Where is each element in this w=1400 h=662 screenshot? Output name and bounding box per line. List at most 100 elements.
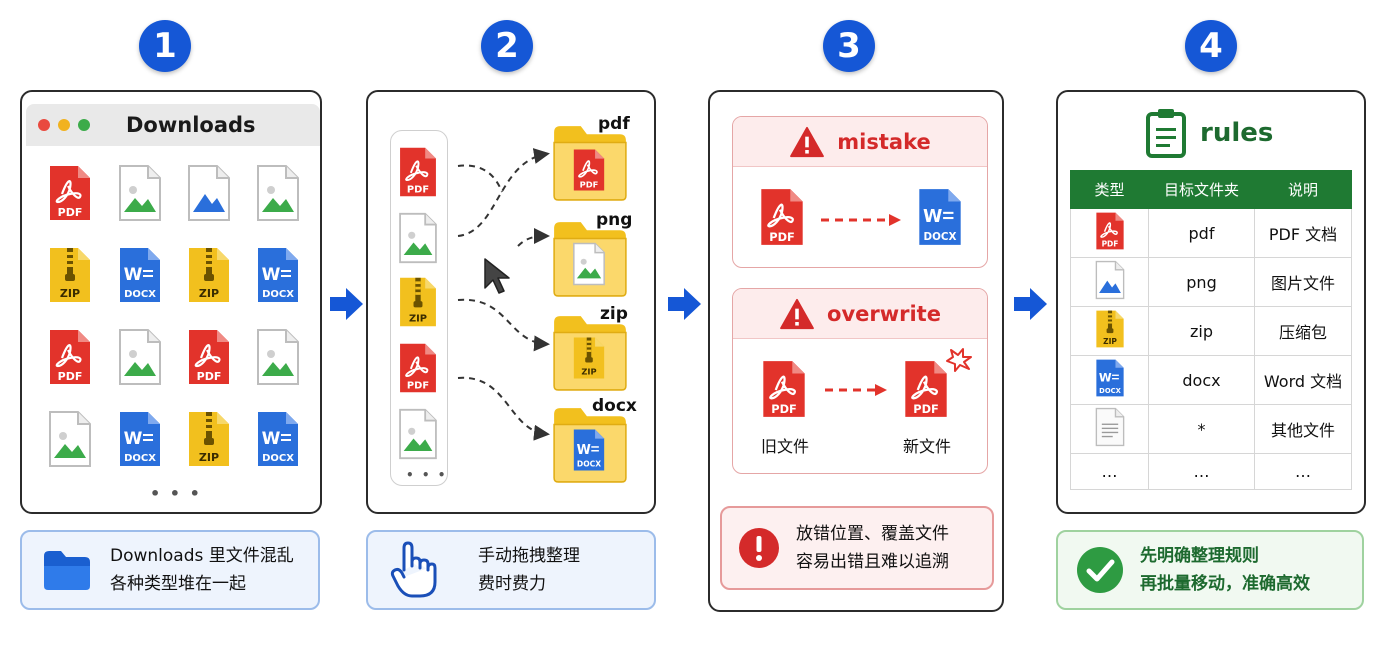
type-cell <box>1070 208 1149 258</box>
zip-file-icon <box>48 246 92 304</box>
folder-cell: docx <box>1148 355 1255 405</box>
folder-label: png <box>596 210 633 230</box>
pdf-file-icon <box>48 164 92 222</box>
caption-line: 费时费力 <box>478 574 546 594</box>
new-file-label: 新文件 <box>903 437 952 456</box>
table-row: zip 压缩包 <box>1070 306 1352 356</box>
mouse-cursor-icon <box>484 258 510 294</box>
folder-cell: … <box>1148 453 1255 490</box>
error-icon <box>739 528 779 568</box>
zip-file-icon <box>398 276 438 328</box>
folder-cell: zip <box>1148 306 1255 356</box>
more-files-ellipsis: • • • <box>406 468 448 482</box>
caption-line: 先明确整理规则 <box>1140 546 1259 566</box>
dashed-arrow-icon <box>821 214 901 226</box>
risk-panel: mistake overwrite 旧文件 新文件 <box>708 90 1004 612</box>
folder-cell: png <box>1148 257 1255 307</box>
image-file-icon <box>398 212 438 264</box>
mistake-header: mistake <box>733 117 987 167</box>
image-file-icon <box>118 164 162 222</box>
warning-icon <box>789 126 825 158</box>
check-circle-icon <box>1077 547 1123 593</box>
old-file-label: 旧文件 <box>761 437 810 456</box>
zip-icon <box>1095 309 1125 349</box>
minimize-dot-icon <box>58 119 70 131</box>
folder-label: zip <box>600 304 628 324</box>
docx-file-icon <box>118 410 162 468</box>
caption-line: 放错位置、覆盖文件 <box>796 524 949 544</box>
rules-table: 类型 目标文件夹 说明 pdf PDF 文档 png 图片文件 zip 压缩包 <box>1070 170 1352 490</box>
close-dot-icon <box>38 119 50 131</box>
table-row: pdf PDF 文档 <box>1070 208 1352 258</box>
pdf-file-icon <box>48 328 92 386</box>
docx-file-icon <box>917 187 963 247</box>
desc-cell: Word 文档 <box>1254 355 1352 405</box>
step1-caption: Downloads 里文件混乱 各种类型堆在一起 <box>20 530 320 610</box>
image-file-icon <box>48 410 92 468</box>
manual-drag-panel: • • • pdf png zip docx <box>366 90 656 514</box>
rules-title: rules <box>1200 118 1274 148</box>
zip-file-icon <box>572 336 606 380</box>
step-number-3: 3 <box>823 20 875 72</box>
zip-file-icon <box>187 246 231 304</box>
image-file-icon <box>398 408 438 460</box>
desc-cell: PDF 文档 <box>1254 208 1352 258</box>
type-cell <box>1070 306 1149 356</box>
pdf-icon <box>1095 211 1125 251</box>
old-pdf-file-icon <box>761 359 807 419</box>
column-header: 说明 <box>1254 170 1352 209</box>
image-file-icon <box>256 328 300 386</box>
docx-icon <box>1095 358 1125 398</box>
desc-cell: … <box>1254 453 1352 490</box>
pdf-file-icon <box>572 148 606 192</box>
step-number-1: 1 <box>139 20 191 72</box>
table-row: docx Word 文档 <box>1070 355 1352 405</box>
step4-caption: 先明确整理规则 再批量移动，准确高效 <box>1056 530 1364 610</box>
type-cell: … <box>1070 453 1149 490</box>
overwrite-header: overwrite <box>733 289 987 339</box>
image-file-icon <box>118 328 162 386</box>
image-file-icon <box>572 242 606 286</box>
overwrite-box: overwrite 旧文件 新文件 <box>732 288 988 474</box>
step-number-2: 2 <box>481 20 533 72</box>
caption-line: 手动拖拽整理 <box>478 546 580 566</box>
mistake-label: mistake <box>837 129 931 154</box>
mistake-box: mistake <box>732 116 988 268</box>
image-icon <box>1095 260 1125 300</box>
desc-cell: 其他文件 <box>1254 404 1352 454</box>
maximize-dot-icon <box>78 119 90 131</box>
docx-file-icon <box>256 410 300 468</box>
folder-label: pdf <box>598 114 630 134</box>
column-header: 目标文件夹 <box>1148 170 1255 209</box>
pdf-file-icon <box>759 187 805 247</box>
next-step-arrow-icon <box>1010 284 1050 324</box>
zip-file-icon <box>187 410 231 468</box>
docx-file-icon <box>256 246 300 304</box>
folder-cell: * <box>1148 404 1255 454</box>
downloads-window: Downloads • • • <box>20 90 322 514</box>
table-row: png 图片文件 <box>1070 257 1352 307</box>
type-cell <box>1070 404 1149 454</box>
folder-label: docx <box>592 396 637 416</box>
dashed-arrow-icon <box>825 384 887 396</box>
warning-icon <box>779 298 815 330</box>
caption-line: 容易出错且难以追溯 <box>796 552 949 572</box>
rules-panel: rules 类型 目标文件夹 说明 pdf PDF 文档 png 图片文件 zi… <box>1056 90 1366 514</box>
folder-icon <box>44 551 90 590</box>
caption-line: 再批量移动，准确高效 <box>1140 574 1310 594</box>
pdf-file-icon <box>398 342 438 394</box>
pdf-file-icon <box>187 328 231 386</box>
desc-cell: 图片文件 <box>1254 257 1352 307</box>
pdf-file-icon <box>398 146 438 198</box>
image-file-icon <box>256 164 300 222</box>
caption-line: Downloads 里文件混乱 <box>110 546 294 566</box>
type-cell <box>1070 257 1149 307</box>
docx-file-icon <box>118 246 162 304</box>
window-titlebar: Downloads <box>26 104 320 146</box>
table-row: * 其他文件 <box>1070 404 1352 454</box>
drag-paths <box>457 148 550 441</box>
step2-caption: 手动拖拽整理 费时费力 <box>366 530 656 610</box>
next-step-arrow-icon <box>326 284 366 324</box>
type-cell <box>1070 355 1149 405</box>
hand-pointer-icon <box>390 541 437 598</box>
